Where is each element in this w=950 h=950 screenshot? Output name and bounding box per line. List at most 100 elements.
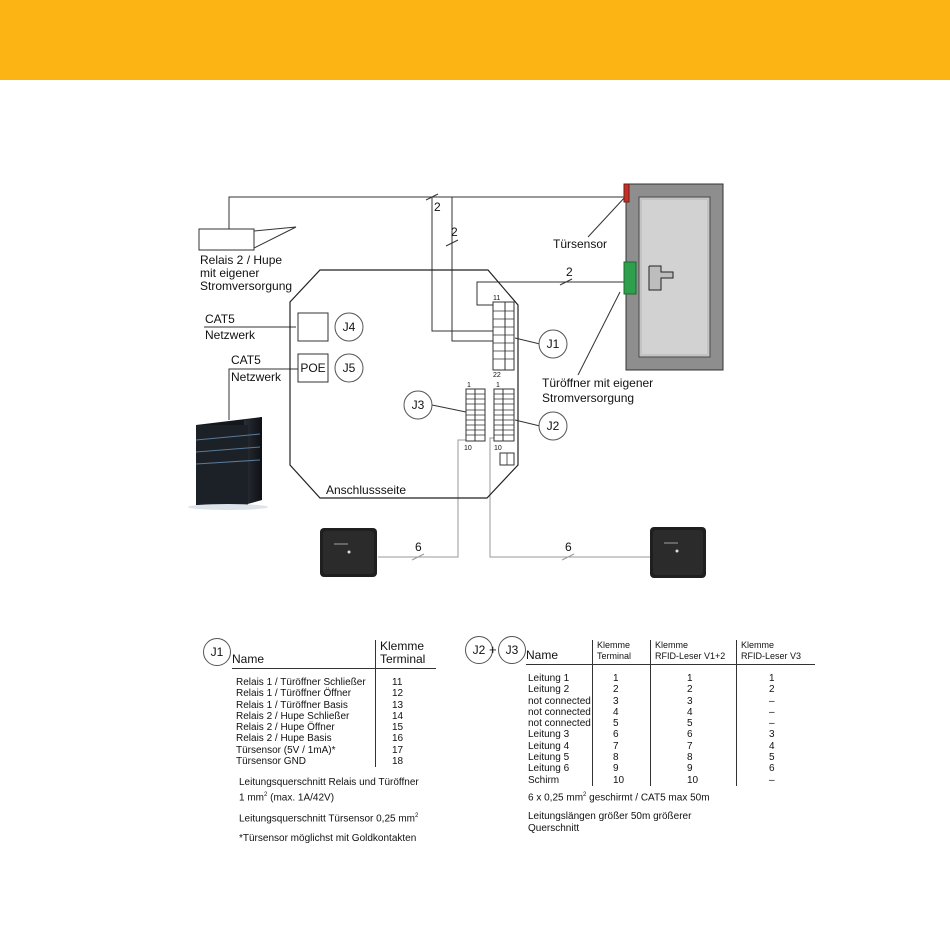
- j2j3-row-terminal: 3: [592, 695, 651, 707]
- rfid-reader-right-icon: [650, 527, 706, 578]
- j2j3-note1-text: 6 x 0,25 mm: [528, 792, 584, 804]
- j2j3-row-terminal: 9: [592, 763, 651, 775]
- relais-label-line3: Stromversorgung: [200, 279, 292, 293]
- j2j3-note1-sup: 2: [583, 792, 587, 798]
- j1-row-name: Türsensor GND: [236, 756, 307, 768]
- j2j3-row-v3: 2: [736, 684, 815, 696]
- j2j3-row-v3: –: [736, 718, 815, 730]
- wire-count-sensor: 2: [451, 225, 458, 239]
- j2j3-row-name: Leitung 3: [528, 729, 570, 741]
- j2j3-col-terminal-line1: Klemme: [597, 640, 631, 650]
- j2j3-row-name: not connected: [528, 706, 591, 718]
- door-sensor-contact: [623, 183, 630, 203]
- j2-pin-bottom: 10: [494, 445, 502, 452]
- j1-leader: [514, 337, 541, 345]
- j1-table: Name Klemme Terminal Relais 1 / Türöffne…: [232, 640, 436, 768]
- tick-sensor: [445, 239, 459, 247]
- j2j3-row-v3: –: [736, 774, 815, 786]
- j1-pin-bottom: 22: [493, 372, 501, 379]
- table-row: Relais 1 / Türöffner Öffner 12: [232, 688, 436, 700]
- j3-pin-top: 1: [467, 382, 471, 389]
- relais-label-line1: Relais 2 / Hupe: [200, 253, 282, 267]
- j2-badge: [538, 411, 568, 441]
- tick-opener: [559, 278, 573, 286]
- j2j3-row-v12: 8: [650, 752, 737, 764]
- j2j3-row-v12: 3: [650, 695, 737, 707]
- poe-port: [297, 353, 329, 383]
- j2j3-row-v3: 4: [736, 740, 815, 753]
- wire-count-reader-right: 6: [565, 540, 572, 554]
- j1-row-name: Relais 1 / Türöffner Öffner: [236, 688, 352, 700]
- j1-terminal-block: [492, 301, 515, 371]
- j1-row-terminal: 17: [375, 744, 436, 757]
- j1-row-terminal: 14: [375, 710, 436, 723]
- j1-row-terminal: 15: [375, 722, 436, 734]
- anschlussseite-label: Anschlussseite: [326, 483, 406, 497]
- rfid-reader-left-icon: [320, 528, 377, 577]
- wire-sensor-to-j1: [451, 197, 493, 342]
- j2j3-row-name: Leitung 6: [528, 763, 570, 775]
- header-band: [0, 0, 950, 80]
- wire-j5-cat5: [228, 368, 298, 420]
- j1-note2-sup: 2: [415, 813, 419, 819]
- j1-note2-text: Leitungsquerschnitt Türsensor 0,25 mm: [239, 813, 416, 825]
- j2j3-row-v12: 5: [650, 718, 737, 730]
- table-row: Relais 2 / Hupe Öffner 15: [232, 722, 436, 734]
- j1-note1-line2-rest: (max. 1A/42V): [267, 792, 335, 804]
- j3-label: J3: [412, 398, 425, 412]
- j3-badge: [403, 390, 433, 420]
- j1-row-terminal: 12: [375, 688, 436, 700]
- tueroeffner-label-line2: Stromversorgung: [542, 391, 634, 405]
- cat5-j5-line1: CAT5: [231, 353, 261, 367]
- j2-label: J2: [547, 419, 560, 433]
- j2j3-note1: 6 x 0,25 mm2 geschirmt / CAT5 max 50m: [528, 789, 710, 804]
- j1-row-name: Relais 2 / Hupe Basis: [236, 733, 332, 745]
- j2j3-col-v3-line2: RFID-Leser V3: [741, 651, 802, 661]
- j2j3-row-v3: 6: [736, 763, 815, 775]
- wires: [204, 193, 650, 561]
- j3-pin-bottom: 10: [464, 445, 472, 452]
- j1-note1-sup: 2: [264, 792, 268, 798]
- j2j3-col-v12-line1: Klemme: [655, 640, 689, 650]
- j2-table-badge: J2: [465, 636, 493, 664]
- wire-count-opener: 2: [566, 265, 573, 279]
- j1-row-name: Relais 2 / Hupe Öffner: [236, 722, 335, 734]
- j2j3-col-v3: Klemme RFID-Leser V3: [736, 640, 815, 665]
- door-handle-icon: [648, 265, 674, 291]
- j1-row-terminal: 13: [375, 699, 436, 711]
- j1-col-terminal-line2: Terminal: [380, 652, 426, 666]
- j2j3-note1-rest: geschirmt / CAT5 max 50m: [586, 792, 710, 804]
- relais-label-line2: mit eigener: [200, 266, 259, 280]
- j1-table-badge: J1: [203, 638, 231, 666]
- controller-board: [289, 269, 519, 499]
- j2-pin-top: 1: [496, 382, 500, 389]
- j1-row-terminal: 16: [375, 733, 436, 745]
- poe-label: POE: [300, 361, 325, 375]
- j2j3-note2: Leitungslängen größer 50m größerer Quers…: [528, 811, 691, 835]
- j1-note2: Leitungsquerschnitt Türsensor 0,25 mm2: [239, 810, 418, 825]
- j2j3-row-v3: 3: [736, 729, 815, 741]
- j1-note1-line2: 1 mm: [239, 792, 264, 804]
- j2j3-note2-line1: Leitungslängen größer 50m größerer: [528, 811, 692, 822]
- wire-opener: [476, 281, 626, 306]
- j1-col-terminal: Klemme Terminal: [375, 640, 436, 669]
- wire-j2-reader-right: [489, 437, 650, 558]
- cat5-j4-line1: CAT5: [205, 312, 235, 326]
- relais-horn-symbol: [253, 226, 297, 249]
- j2j3-col-terminal-line2: Terminal: [597, 651, 632, 661]
- j2j3-row-terminal: 1: [592, 673, 651, 685]
- j1-row-name: Relais 1 / Türöffner Basis: [236, 699, 348, 711]
- table-row: Relais 2 / Hupe Basis 16: [232, 733, 436, 745]
- j2j3-row-terminal: 4: [592, 706, 651, 719]
- j2j3-row-name: Leitung 4: [528, 740, 570, 752]
- j2j3-row-v3: –: [736, 695, 815, 707]
- j2-terminal-block: [493, 388, 515, 466]
- j2j3-row-name: not connected: [528, 718, 591, 730]
- j2j3-row-terminal: 10: [592, 774, 651, 786]
